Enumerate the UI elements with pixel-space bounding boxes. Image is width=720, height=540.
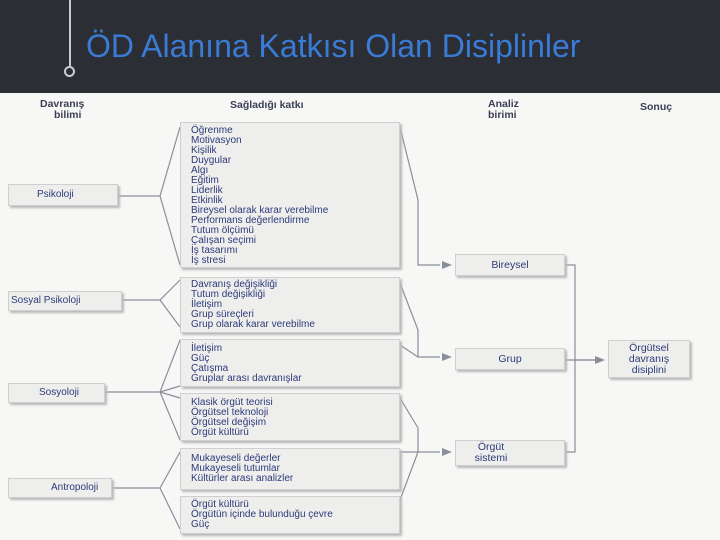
list-item: Tutum değişikliği	[191, 289, 266, 300]
list-item: Kültürler arası analizler	[191, 473, 294, 484]
analysis-box-bireysel: Bireysel	[455, 254, 565, 276]
list-item: İş tasarımı	[191, 245, 238, 256]
list-item: Duygular	[191, 155, 232, 166]
discipline-box-sosyal-psikoloji: Sosyal Psikoloji	[8, 291, 122, 311]
list-item: Mukayeseli tutumlar	[191, 463, 280, 474]
list-item: Örgüt kültürü	[191, 499, 249, 510]
connector-psikoloji	[118, 126, 181, 266]
list-item: Mukayeseli değerler	[191, 453, 281, 464]
result-label-line1: Örgütsel	[629, 342, 669, 354]
list-item: Örgüt kültürü	[191, 427, 249, 438]
connector-sosyoloji-b	[159, 391, 181, 441]
list-item: Çatışma	[191, 363, 229, 374]
list-item: Güç	[191, 353, 210, 364]
connector-orgut-result	[565, 360, 576, 453]
contribution-list-sosyal-psikoloji: Davranış değişikliği Tutum değişikliği İ…	[191, 280, 315, 330]
analysis-label-bireysel: Bireysel	[491, 259, 529, 271]
list-item: İletişim	[191, 343, 223, 354]
connector-sosyoloji-a	[105, 339, 181, 393]
analysis-label-orgut-line2: sistemi	[474, 452, 508, 464]
discipline-box-antropoloji: Antropoloji	[8, 478, 112, 498]
slide-title: ÖD Alanına Katkısı Olan Disiplinler	[86, 28, 581, 64]
list-item: Motivasyon	[191, 135, 242, 146]
arrow-head-grup	[442, 353, 452, 361]
column-header-behavior-line1: Davranış	[40, 98, 85, 110]
discipline-label-sosyoloji: Sosyoloji	[39, 387, 80, 398]
column-header-behavior-line2: bilimi	[54, 109, 82, 121]
list-item: Gruplar arası davranışlar	[191, 373, 302, 384]
list-item: Örgütsel teknoloji	[191, 407, 269, 418]
list-item: Grup olarak karar verebilme	[191, 319, 315, 330]
column-header-analysis-line2: birimi	[488, 109, 517, 121]
discipline-label-antropoloji: Antropoloji	[51, 482, 99, 493]
list-item: Liderlik	[191, 185, 223, 196]
analysis-box-grup: Grup	[455, 348, 565, 370]
list-item: Kişilik	[191, 145, 217, 156]
list-item: İletişim	[191, 299, 223, 310]
column-header-contribution: Sağladığı katkı	[230, 99, 304, 111]
slide-header: ÖD Alanına Katkısı Olan Disiplinler	[0, 0, 720, 93]
analysis-label-orgut-line1: Örgüt	[477, 441, 505, 453]
list-item: Etkinlik	[191, 195, 223, 206]
result-label: Örgütsel davranış disiplini	[609, 343, 689, 376]
list-item: Bireysel olarak karar verebilme	[191, 205, 329, 216]
result-label-line3: disiplini	[631, 364, 667, 376]
column-header-analysis: Analiz birimi	[488, 99, 519, 121]
list-item: Davranış değişikliği	[191, 279, 278, 290]
list-item: Güç	[191, 519, 210, 530]
analysis-box-orgut: Örgüt sistemi	[455, 440, 565, 466]
discipline-box-psikoloji: Psikoloji	[8, 184, 118, 206]
contribution-box-antropoloji-1: Mukayeseli değerler Mukayeseli tutumlar …	[180, 448, 400, 490]
result-box: Örgütsel davranış disiplini	[608, 340, 690, 378]
contribution-box-psikoloji: Öğrenme Motivasyon Kişilik Duygular Algı…	[180, 122, 400, 268]
connector-to-grup-a	[399, 282, 440, 358]
header-accent-line	[69, 0, 71, 70]
contribution-box-sosyal-psikoloji: Davranış değişikliği Tutum değişikliği İ…	[180, 277, 400, 333]
contribution-list-antropoloji-2: Örgüt kültürü Örgütün içinde bulunduğu ç…	[191, 500, 333, 530]
list-item: Algı	[191, 165, 209, 176]
list-item: Eğitim	[191, 175, 219, 186]
contribution-list-antropoloji-1: Mukayeseli değerler Mukayeseli tutumlar …	[191, 454, 293, 484]
discipline-label-sosyal-psikoloji: Sosyal Psikoloji	[11, 295, 81, 306]
connector-antropoloji	[112, 451, 181, 530]
list-item: Örgütün içinde bulunduğu çevre	[191, 509, 333, 520]
connector-bireysel-result	[565, 264, 595, 361]
connector-to-orgut-b	[399, 451, 419, 501]
analysis-label-grup: Grup	[498, 353, 522, 365]
list-item: Performans değerlendirme	[191, 215, 310, 226]
connector-to-bireysel	[399, 126, 440, 266]
result-label-line2: davranış	[628, 353, 670, 365]
list-item: Öğrenme	[191, 125, 233, 136]
header-accent-dot	[64, 66, 75, 77]
list-item: İş stresi	[191, 255, 226, 266]
connector-to-grup-b	[399, 344, 419, 358]
column-header-result: Sonuç	[640, 101, 673, 113]
list-item: Grup süreçleri	[191, 309, 254, 320]
list-item: Tutum ölçümü	[191, 225, 254, 236]
contribution-list-psikoloji: Öğrenme Motivasyon Kişilik Duygular Algı…	[191, 126, 328, 266]
arrow-head-orgut	[442, 448, 452, 456]
column-header-analysis-line1: Analiz	[488, 98, 519, 110]
column-header-behavior: Davranış bilimi	[40, 99, 84, 121]
analysis-label-orgut: Örgüt sistemi	[456, 442, 526, 464]
list-item: Çalışan seçimi	[191, 235, 257, 246]
contribution-list-sosyoloji-1: İletişim Güç Çatışma Gruplar arası davra…	[191, 344, 302, 384]
contribution-list-sosyoloji-2: Klasik örgüt teorisi Örgütsel teknoloji …	[191, 398, 273, 438]
discipline-box-sosyoloji: Sosyoloji	[8, 383, 105, 403]
contribution-box-antropoloji-2: Örgüt kültürü Örgütün içinde bulunduğu ç…	[180, 496, 400, 534]
list-item: Örgütsel değişim	[191, 417, 267, 428]
connector-to-orgut-a	[399, 397, 440, 453]
arrow-head-result	[595, 356, 605, 364]
contribution-box-sosyoloji-1: İletişim Güç Çatışma Gruplar arası davra…	[180, 339, 400, 387]
contribution-box-sosyoloji-2: Klasik örgüt teorisi Örgütsel teknoloji …	[180, 393, 400, 441]
list-item: Klasik örgüt teorisi	[191, 397, 273, 408]
connector-sosyal-psikoloji	[122, 279, 181, 328]
arrow-head-bireysel	[442, 261, 452, 269]
discipline-label-psikoloji: Psikoloji	[37, 189, 74, 200]
